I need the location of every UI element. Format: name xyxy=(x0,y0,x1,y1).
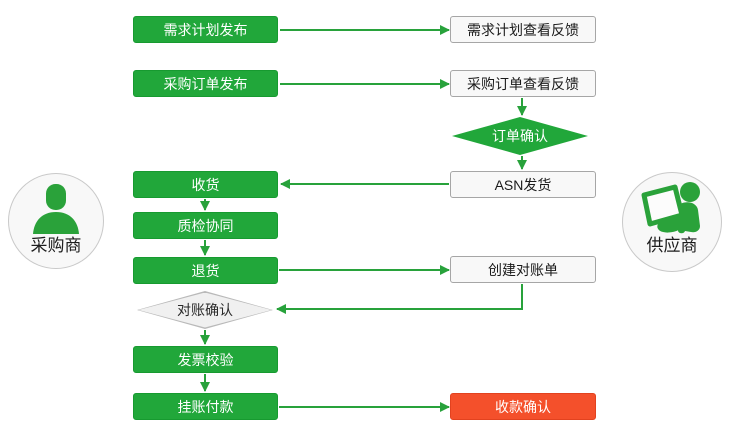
node-label: 质检协同 xyxy=(177,217,234,234)
node-payment: 挂账付款 xyxy=(133,393,278,420)
node-asn-ship: ASN发货 xyxy=(450,171,596,198)
node-invoice-check: 发票校验 xyxy=(133,346,278,373)
node-label: 采购订单查看反馈 xyxy=(467,75,579,92)
node-label: 对账确认 xyxy=(177,302,233,318)
node-label: 挂账付款 xyxy=(177,398,234,415)
node-label: ASN发货 xyxy=(494,176,552,193)
node-label: 收货 xyxy=(191,176,220,193)
node-label: 需求计划发布 xyxy=(163,21,248,38)
node-returns: 退货 xyxy=(133,257,278,284)
node-label: 需求计划查看反馈 xyxy=(467,21,579,38)
node-demand-plan-publish: 需求计划发布 xyxy=(133,16,278,43)
person-laptop-icon xyxy=(641,182,700,234)
node-label: 采购订单发布 xyxy=(163,75,248,92)
node-create-statement: 创建对账单 xyxy=(450,256,596,283)
node-label: 发票校验 xyxy=(177,351,234,368)
node-label: 订单确认 xyxy=(492,128,548,144)
node-label: 收款确认 xyxy=(495,398,551,415)
node-quality: 质检协同 xyxy=(133,212,278,239)
node-po-publish: 采购订单发布 xyxy=(133,70,278,97)
node-receive: 收货 xyxy=(133,171,278,198)
actor-buyer-label: 采购商 xyxy=(30,236,82,255)
node-label: 创建对账单 xyxy=(488,261,558,278)
node-label: 退货 xyxy=(191,262,220,279)
actor-supplier: 供应商 xyxy=(622,172,722,272)
actor-buyer: 采购商 xyxy=(8,173,104,269)
node-po-feedback: 采购订单查看反馈 xyxy=(450,70,596,97)
node-demand-plan-feedback: 需求计划查看反馈 xyxy=(450,16,596,43)
arrow-statement-to-confirm xyxy=(276,284,523,314)
actor-supplier-label: 供应商 xyxy=(646,236,698,255)
person-icon xyxy=(33,184,79,234)
node-receipt-confirm: 收款确认 xyxy=(450,393,596,420)
